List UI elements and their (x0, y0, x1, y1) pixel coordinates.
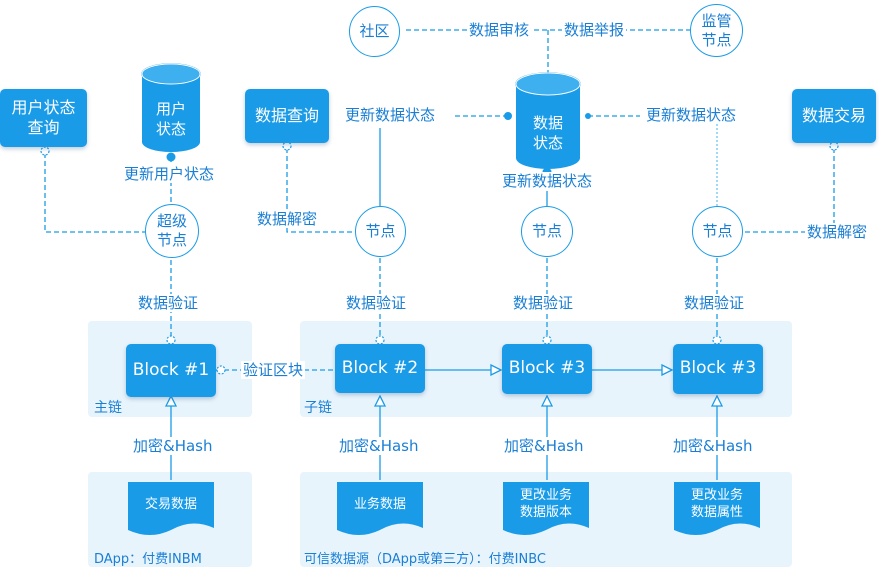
verify-4-label: 数据验证 (682, 294, 747, 312)
endpoint-data-query (282, 141, 292, 151)
update-user-status-label: 更新用户状态 (122, 165, 217, 183)
block-1: Block #1 (126, 344, 216, 397)
endpoint-data-trade (829, 141, 839, 151)
sub-chain-label: 子链 (304, 400, 332, 416)
hash-4-label: 加密&Hash (671, 437, 755, 455)
change-version-label: 更改业务 数据版本 (519, 488, 572, 520)
verify-2-label: 数据验证 (344, 294, 409, 312)
hash-2-label: 加密&Hash (337, 437, 421, 455)
community-label: 社区 (359, 22, 390, 41)
document-icon (503, 482, 589, 535)
data-review-label: 数据审核 (467, 21, 532, 39)
data-status-db-label: 数据 状态 (532, 114, 563, 152)
trade-data-document: 交易数据 (128, 482, 214, 538)
endpoint-block1-right (216, 365, 226, 375)
block-2: Block #2 (335, 344, 425, 393)
node-2: 节点 (521, 206, 573, 257)
data-decrypt-right-label: 数据解密 (805, 223, 870, 241)
database-icon (515, 72, 581, 169)
update-data-status-right-label: 更新数据状态 (644, 106, 739, 124)
document-icon (128, 482, 214, 535)
business-data-document: 业务数据 (337, 482, 423, 538)
endpoint-user-query (40, 146, 50, 156)
data-status-database: 数据 状态 (514, 72, 582, 172)
user-status-query-box: 用户状态 查询 (0, 89, 87, 147)
endpoint-block3a-top (542, 335, 552, 345)
trusted-source-label: 可信数据源（DApp或第三方）：付费INBC (304, 552, 547, 567)
endpoint-userdb-bottom (166, 152, 176, 162)
business-data-label: 业务数据 (353, 497, 406, 512)
node-1-label: 节点 (365, 222, 396, 241)
block-3a: Block #3 (502, 344, 592, 394)
node-2-label: 节点 (531, 222, 562, 241)
verify-1-label: 数据验证 (136, 294, 201, 312)
data-report-label: 数据举报 (562, 21, 627, 39)
endpoint-block1-top (166, 335, 176, 345)
super-node: 超级 节点 (145, 204, 199, 258)
main-chain-label: 主链 (94, 400, 122, 416)
endpoint-block2-top (375, 335, 385, 345)
hash-1-label: 加密&Hash (131, 437, 215, 455)
community-node: 社区 (349, 6, 400, 57)
endpoint-right-update (585, 113, 591, 119)
node-3: 节点 (692, 206, 743, 257)
user-status-db-label: 用户 状态 (155, 100, 186, 138)
document-icon (337, 482, 423, 535)
update-data-status-left-label: 更新数据状态 (343, 106, 438, 124)
user-status-database: 用户 状态 (140, 62, 202, 154)
node-3-label: 节点 (702, 222, 733, 241)
data-trade-box: 数据交易 (792, 89, 876, 143)
query-to-super-line (44, 153, 145, 233)
node-1: 节点 (355, 206, 406, 257)
document-icon (674, 482, 760, 535)
block-3b: Block #3 (673, 344, 763, 394)
database-icon (141, 63, 201, 152)
change-version-document: 更改业务 数据版本 (503, 482, 589, 538)
data-query-box: 数据查询 (245, 89, 329, 143)
change-attr-label: 更改业务 数据属性 (690, 488, 743, 520)
hash-3-label: 加密&Hash (502, 437, 586, 455)
verify-block-label: 验证区块 (241, 361, 306, 379)
endpoint-block3b-top (712, 335, 722, 345)
data-decrypt-left-label: 数据解密 (255, 210, 320, 228)
dataquery-to-node1-line (286, 148, 355, 233)
super-node-label: 超级 节点 (156, 212, 187, 249)
dapp-source-label: DApp：付费INBM (94, 552, 202, 567)
verify-3-label: 数据验证 (511, 294, 576, 312)
datatrade-to-node3-line (743, 148, 835, 233)
supervision-label: 监管 节点 (701, 11, 732, 49)
supervision-node: 监管 节点 (690, 4, 743, 57)
change-attr-document: 更改业务 数据属性 (674, 482, 760, 538)
update-data-status-below-label: 更新数据状态 (500, 172, 595, 190)
trade-data-label: 交易数据 (144, 497, 197, 512)
